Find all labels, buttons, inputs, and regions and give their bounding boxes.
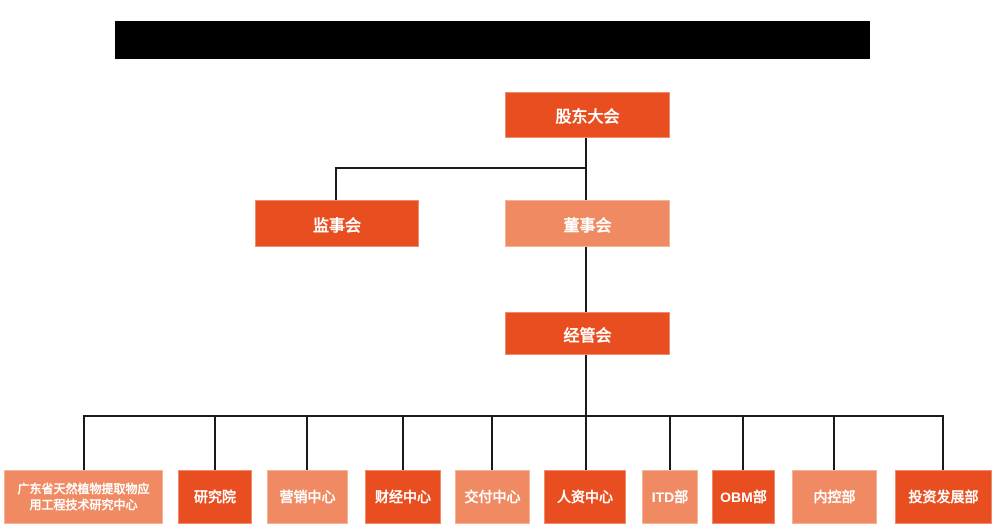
redacted-title-bar xyxy=(115,21,870,59)
org-node-shareholders-meeting: 股东大会 xyxy=(505,92,670,138)
connector-drop-itd-dept xyxy=(669,415,671,470)
org-node-management-committee: 经管会 xyxy=(505,312,670,355)
connector-drop-finance-center xyxy=(402,415,404,470)
connector-management-bus xyxy=(585,355,587,416)
connector-drop-marketing-center xyxy=(306,415,308,470)
org-node-finance-center: 财经中心 xyxy=(365,470,441,524)
org-node-obm-dept: OBM部 xyxy=(712,470,775,524)
org-node-research-center: 广东省天然植物提取物应 用工程技术研究中心 xyxy=(4,470,163,524)
org-node-research-institute: 研究院 xyxy=(178,470,252,524)
connector-top-horizontal xyxy=(335,167,587,169)
org-node-supervisory-board: 监事会 xyxy=(255,200,419,247)
connector-drop-internal-control-dept xyxy=(833,415,835,470)
connector-shareholders-down xyxy=(585,138,587,200)
connector-drop-research-center xyxy=(83,415,85,470)
org-node-board-of-directors: 董事会 xyxy=(505,200,670,247)
connector-supervisors-down xyxy=(335,167,337,200)
connector-drop-hr-center xyxy=(585,415,587,470)
connector-board-management xyxy=(585,247,587,312)
connector-drop-investment-dept xyxy=(942,415,944,470)
connector-drop-obm-dept xyxy=(742,415,744,470)
connector-drop-delivery-center xyxy=(491,415,493,470)
org-node-itd-dept: ITD部 xyxy=(642,470,698,524)
org-node-marketing-center: 营销中心 xyxy=(267,470,348,524)
org-node-internal-control-dept: 内控部 xyxy=(792,470,877,524)
connector-bottom-bus xyxy=(83,415,944,417)
connector-drop-research-institute xyxy=(214,415,216,470)
org-node-hr-center: 人资中心 xyxy=(544,470,626,524)
org-node-delivery-center: 交付中心 xyxy=(455,470,530,524)
org-node-investment-development-dept: 投资发展部 xyxy=(895,470,992,524)
